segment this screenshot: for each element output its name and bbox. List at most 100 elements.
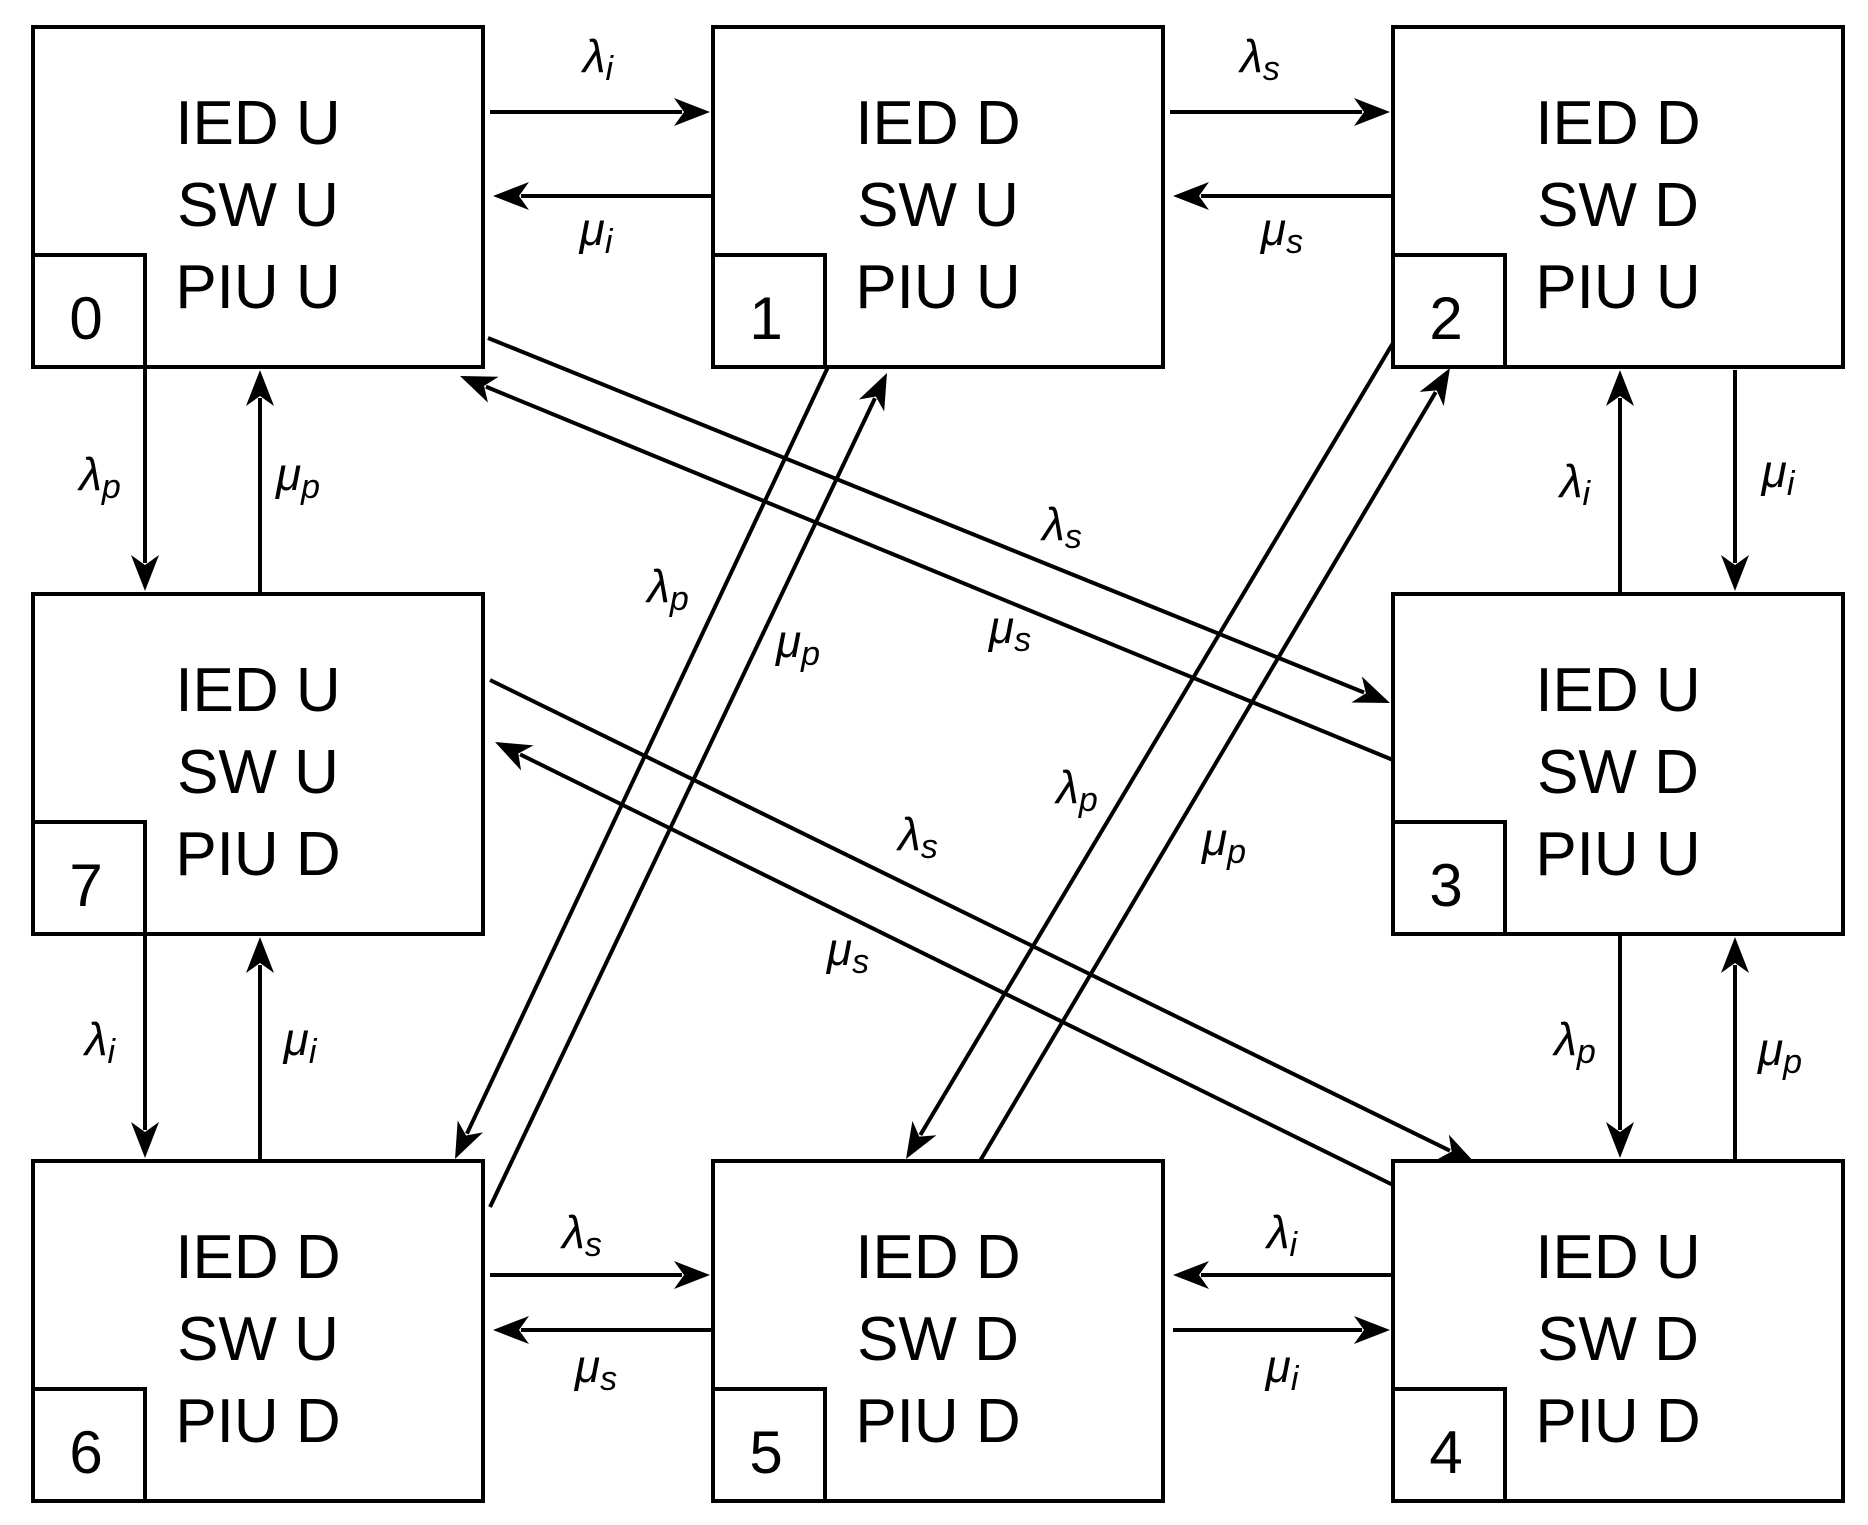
rate-label: μp [1757,1023,1802,1081]
arrow-head [1436,1134,1475,1163]
rate-subscript: i [1290,1226,1299,1264]
arrow-head [674,98,710,126]
rate-label: λs [895,808,938,866]
state-box [31,25,485,369]
state-id: 5 [749,1419,782,1486]
arrow-head [1721,555,1749,591]
transition-6-to-7 [246,937,274,1161]
rate-symbol: μ [1201,813,1227,865]
arrow-head [455,1120,484,1159]
transition-5-to-4 [1173,1316,1390,1344]
state-id: 1 [749,285,782,352]
rate-label: μs [1260,203,1303,261]
state-box [31,592,485,936]
rate-symbol: λ [82,1013,108,1065]
arrow-head [1606,370,1634,406]
rate-label: μs [988,601,1031,659]
transition-7-to-6 [131,934,159,1158]
state-id: 6 [69,1419,102,1486]
state-label-line: IED D [175,1223,340,1292]
transition-line [465,366,830,1135]
transition-1-to-6 [455,366,830,1159]
state-label-line: PIU U [175,253,340,322]
rate-symbol: μ [1757,1023,1783,1075]
rate-symbol: μ [1265,1340,1291,1392]
arrow-head [493,1316,529,1344]
state-id-box [31,253,147,369]
state-label-line: SW D [1537,1305,1699,1374]
arrow-head [1354,1316,1390,1344]
state-id-box [711,253,827,369]
rate-symbol: λ [644,560,670,612]
rate-subscript: i [1787,465,1796,503]
state-label-line: IED U [175,89,340,158]
state-label-line: PIU D [855,1387,1020,1456]
arrow-head [1721,937,1749,973]
transition-3-to-0 [460,376,1394,762]
state-id-box [31,1387,147,1503]
transition-0-to-1 [490,98,710,126]
rate-subscript: s [1263,50,1280,88]
rate-symbol: λ [895,808,921,860]
transition-edges [131,98,1749,1344]
state-id-box [711,1387,827,1503]
arrow-head [906,1120,937,1159]
transition-1-to-0 [493,182,713,210]
rate-subscript: i [1583,475,1592,513]
state-id-box [1391,1387,1507,1503]
rate-label: μs [574,1340,617,1398]
rate-subscript: s [852,943,869,981]
rate-label: μp [275,448,320,506]
state-id: 3 [1429,852,1462,919]
rate-subscript: p [1078,781,1098,819]
rate-subscript: p [1226,833,1246,871]
arrow-head [1351,676,1390,703]
state-box [711,1159,1165,1503]
state-label-line: SW U [177,171,339,240]
arrow-head [131,1122,159,1158]
state-label-line: IED D [855,1223,1020,1292]
arrow-head [1173,182,1209,210]
transition-line [978,391,1438,1163]
rate-subscript: i [1291,1360,1300,1398]
state-label-line: SW D [1537,171,1699,240]
rate-symbol: μ [826,923,852,975]
rate-symbol: λ [1039,498,1065,550]
transition-1-to-2 [1170,98,1390,126]
rate-symbol: μ [988,601,1014,653]
state-label-line: IED D [1535,89,1700,158]
state-box [1391,1159,1845,1503]
rate-label: μp [775,615,820,673]
transition-2-to-1 [1173,182,1393,210]
rate-subscript: p [1576,1033,1596,1071]
rate-label: λi [82,1013,117,1071]
rate-subscript: i [309,1033,318,1071]
state-id: 2 [1429,285,1462,352]
state-label-line: PIU D [1535,1387,1700,1456]
rate-label: λi [1264,1206,1299,1264]
rate-label: λi [1557,455,1592,513]
transition-3-to-2 [1606,370,1634,594]
rate-subscript: i [606,50,615,88]
transition-line [485,384,1394,762]
arrow-head [246,937,274,973]
rate-symbol: μ [574,1340,600,1392]
rate-label: λs [559,1206,602,1264]
transition-5-to-2 [978,368,1450,1163]
transition-4-to-3 [1721,937,1749,1161]
transition-5-to-6 [493,1316,713,1344]
rate-symbol: μ [775,615,801,667]
rate-subscript: s [1286,223,1303,261]
rate-subscript: p [101,468,121,506]
state-box [31,1159,485,1503]
arrow-head [493,182,529,210]
state-label-line: PIU U [1535,820,1700,889]
rate-symbol: λ [1264,1206,1290,1258]
transition-0-to-3 [487,336,1390,703]
state-id: 0 [69,285,102,352]
state-label-line: IED U [175,656,340,725]
rate-label: μi [1265,1340,1300,1398]
state-label-line: SW D [857,1305,1019,1374]
state-label-line: SW U [857,171,1019,240]
